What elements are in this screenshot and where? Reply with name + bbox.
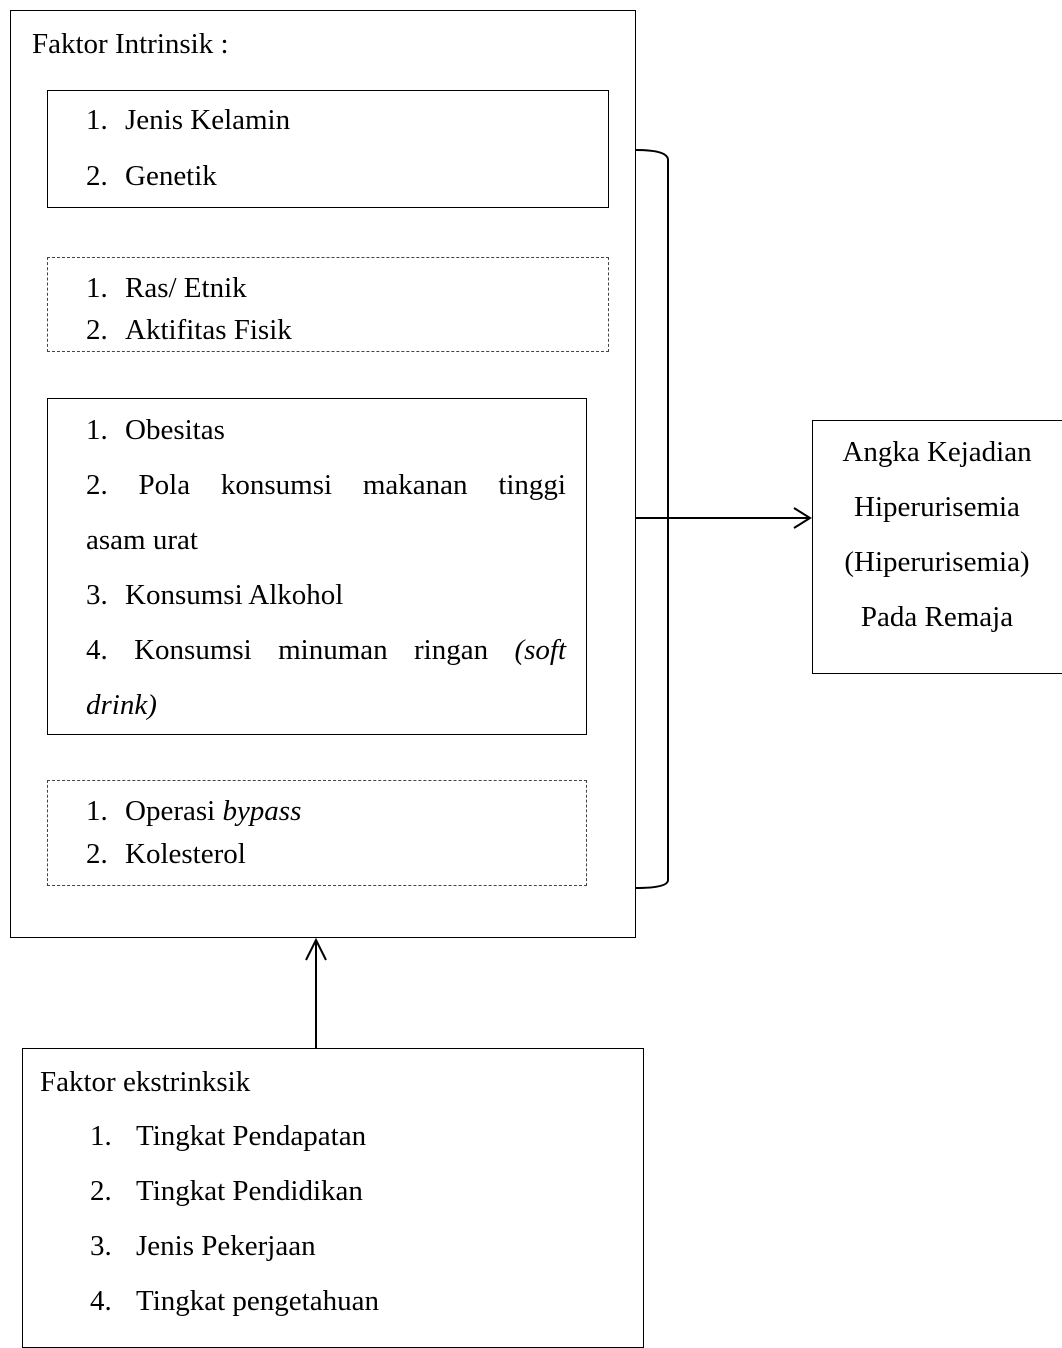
bracket-connector	[635, 149, 669, 889]
list-item: 2.Genetik	[86, 160, 217, 192]
outcome-box	[812, 420, 1062, 674]
list-item: 4.Tingkat pengetahuan	[90, 1285, 379, 1317]
list-item: 2.Tingkat Pendidikan	[90, 1175, 363, 1207]
intrinsic-group-3	[47, 398, 587, 735]
intrinsic-factor-title: Faktor Intrinsik :	[32, 28, 229, 60]
list-item: 1.Tingkat Pendapatan	[90, 1120, 367, 1152]
list-item-line: 4. Konsumsi minuman ringan (soft	[86, 634, 566, 666]
list-item: 3.Konsumsi Alkohol	[86, 579, 344, 611]
intrinsic-group-4	[47, 780, 587, 886]
intrinsic-group-2	[47, 257, 609, 352]
extrinsic-factor-title: Faktor ekstrinksik	[40, 1066, 251, 1098]
list-item: 1.Jenis Kelamin	[86, 104, 291, 136]
list-item: 3.Jenis Pekerjaan	[90, 1230, 316, 1262]
intrinsic-group-1	[47, 90, 609, 208]
outcome-line: Hiperurisemia	[854, 491, 1020, 523]
outcome-line: Angka Kejadian	[842, 436, 1032, 468]
arrow-extrinsic-to-intrinsic-head	[305, 937, 327, 961]
arrow-to-outcome-head	[793, 507, 812, 529]
list-item: 1.Obesitas	[86, 414, 225, 446]
list-item-line: 2. Pola konsumsi makanan tinggi	[86, 469, 566, 501]
list-item: 1.Operasi bypass	[86, 795, 302, 827]
list-item: 2.Kolesterol	[86, 838, 246, 870]
list-item-line: asam urat	[86, 524, 198, 556]
outcome-line: (Hiperurisemia)	[844, 546, 1030, 578]
outcome-line: Pada Remaja	[860, 601, 1014, 633]
list-item: 2.Aktifitas Fisik	[86, 314, 292, 346]
intrinsic-factor-box	[10, 10, 636, 938]
list-item-line: drink)	[86, 689, 157, 721]
list-item: 1.Ras/ Etnik	[86, 272, 247, 304]
